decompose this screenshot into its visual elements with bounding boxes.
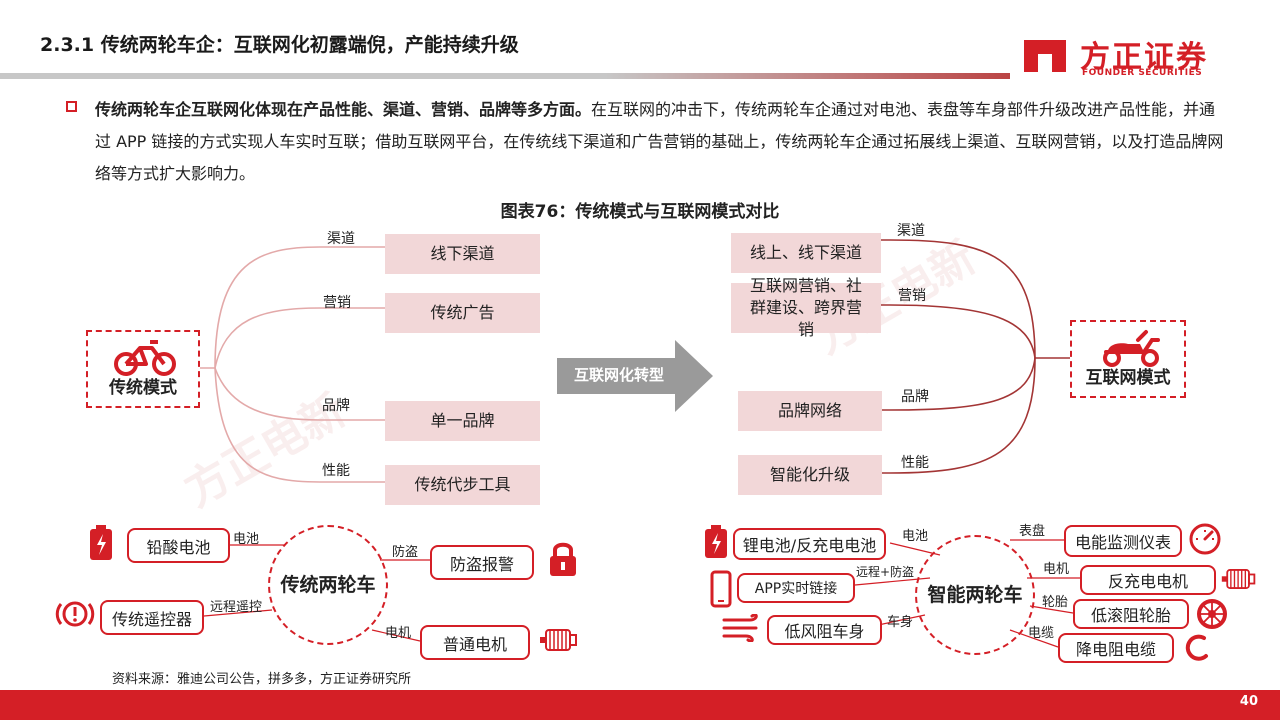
intro-bold: 传统两轮车企互联网化体现在产品性能、渠道、营销、品牌等多方面。 — [95, 100, 592, 119]
traditional-scooter-hub: 传统两轮车 — [268, 525, 388, 645]
spoke-label: 电机 — [385, 626, 412, 641]
wind-icon — [722, 614, 758, 642]
spoke-label: 远程遥控 — [210, 600, 263, 615]
app-link-item: APP实时链接 — [737, 573, 855, 603]
internet-channel-box: 线上、线下渠道 — [731, 233, 881, 273]
motor-icon — [540, 629, 577, 651]
branch-label: 营销 — [323, 295, 351, 311]
low-resistance-cable-item: 降电阻电缆 — [1058, 633, 1174, 663]
footer-bar — [0, 690, 1280, 720]
traditional-performance-box: 传统代步工具 — [385, 465, 540, 505]
logo-text-en: FOUNDER SECURITIES — [1082, 68, 1203, 78]
branch-label: 性能 — [322, 463, 350, 479]
cable-icon — [1185, 634, 1208, 661]
spoke-label: 电机 — [1043, 562, 1070, 577]
intro-paragraph: 传统两轮车企互联网化体现在产品性能、渠道、营销、品牌等多方面。在互联网的冲击下，… — [95, 94, 1230, 190]
branch-label: 品牌 — [322, 398, 350, 414]
spoke-label: 防盗 — [392, 545, 419, 560]
traditional-channel-box: 线下渠道 — [385, 234, 540, 274]
traditional-marketing-box: 传统广告 — [385, 293, 540, 333]
traditional-remote-item: 传统遥控器 — [100, 600, 204, 635]
founder-logo-icon — [1024, 40, 1066, 72]
branch-label: 渠道 — [897, 223, 925, 239]
spoke-label: 电缆 — [1028, 626, 1055, 641]
internet-mode-node: 互联网模式 — [1070, 320, 1186, 398]
anti-theft-alarm-item: 防盗报警 — [430, 545, 534, 580]
low-rolling-tire-item: 低滚阻轮胎 — [1073, 599, 1189, 629]
branch-label: 品牌 — [901, 389, 929, 405]
spoke-label: 电池 — [902, 529, 929, 544]
lock-icon — [550, 542, 576, 576]
regen-motor-item: 反充电电机 — [1080, 565, 1216, 595]
title-divider — [0, 73, 1010, 79]
standard-motor-item: 普通电机 — [420, 625, 530, 660]
page-number: 40 — [1239, 694, 1258, 709]
traditional-mode-node: 传统模式 — [86, 330, 200, 408]
tire-icon — [1197, 599, 1227, 629]
branch-label: 营销 — [898, 288, 926, 304]
traditional-mode-label: 传统模式 — [109, 378, 177, 398]
logo-text-cn: 方正证券 — [1080, 40, 1208, 75]
internet-mode-label: 互联网模式 — [1085, 368, 1171, 388]
company-logo: 方正证券 FOUNDER SECURITIES — [1022, 28, 1252, 80]
internet-brand-box: 品牌网络 — [738, 391, 882, 431]
spoke-label: 电池 — [233, 532, 260, 547]
branch-label: 性能 — [901, 455, 929, 471]
gauge-icon — [1189, 523, 1221, 555]
traditional-brand-box: 单一品牌 — [385, 401, 540, 441]
transformation-arrow — [557, 340, 713, 412]
bicycle-icon — [114, 340, 176, 376]
branch-label: 渠道 — [327, 231, 355, 247]
page-title: 2.3.1 传统两轮车企：互联网化初露端倪，产能持续升级 — [40, 34, 519, 56]
spoke-label: 轮胎 — [1042, 595, 1069, 610]
internet-marketing-box: 互联网营销、社群建设、跨界营销 — [731, 276, 881, 339]
battery-icon — [90, 525, 112, 560]
spoke-label: 车身 — [887, 615, 914, 630]
spoke-label: 远程+防盗 — [856, 565, 915, 579]
battery-icon — [705, 525, 727, 558]
bullet-square — [66, 101, 77, 112]
motor-icon — [1221, 569, 1256, 589]
alarm-icon — [55, 601, 95, 627]
lead-acid-battery-item: 铅酸电池 — [127, 528, 230, 563]
phone-icon — [710, 570, 732, 608]
source-note: 资料来源：雅迪公司公告，拼多多，方正证券研究所 — [112, 672, 412, 687]
smart-scooter-hub: 智能两轮车 — [915, 535, 1035, 655]
energy-gauge-item: 电能监测仪表 — [1064, 525, 1182, 557]
low-drag-body-item: 低风阻车身 — [767, 615, 882, 645]
intro-text: 在互联网的冲击下，传统两轮车企通过对电池、表盘等车身部件升级改进产品性能，并通过… — [95, 100, 1224, 183]
figure-title: 图表76：传统模式与互联网模式对比 — [500, 202, 780, 222]
transformation-label: 互联网化转型 — [573, 366, 664, 384]
lithium-battery-item: 锂电池/反充电电池 — [733, 528, 886, 560]
e-scooter-icon — [1103, 330, 1160, 367]
internet-performance-box: 智能化升级 — [738, 455, 882, 495]
spoke-label: 表盘 — [1019, 524, 1046, 539]
